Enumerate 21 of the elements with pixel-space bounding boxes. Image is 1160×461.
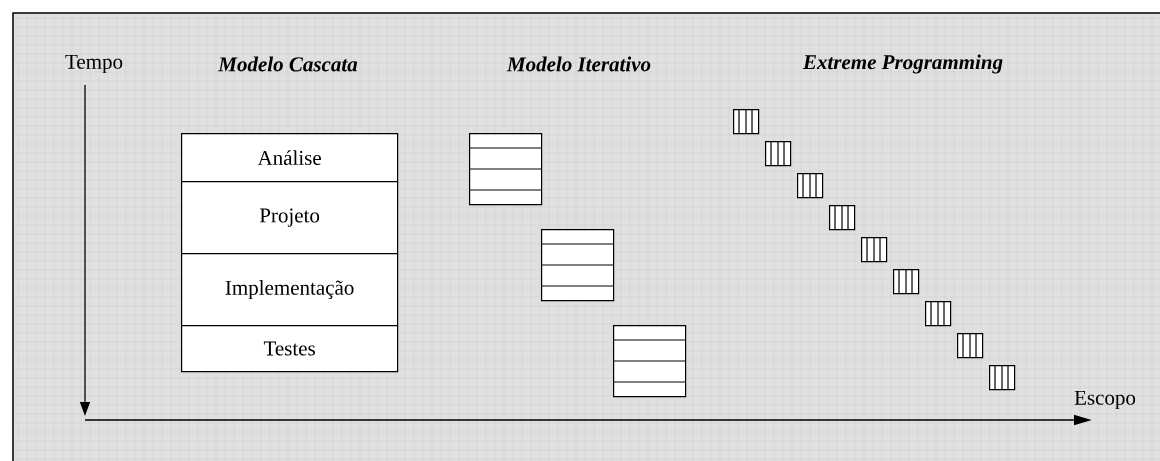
iteration-box (765, 140, 792, 167)
phase-box: Projeto (181, 181, 399, 255)
heading: Modelo Iterativo (506, 56, 651, 72)
axis-label: Escopo (1074, 390, 1136, 410)
iteration-box (861, 236, 888, 263)
iteration-box (925, 300, 952, 327)
iteration-box (612, 325, 687, 398)
iteration-box (468, 133, 543, 206)
phase-box: Implementação (181, 253, 399, 327)
iteration-box (989, 364, 1016, 391)
phase-box: Testes (181, 325, 399, 373)
phase-box: Análise (181, 133, 399, 183)
iteration-box (540, 229, 615, 302)
heading: Modelo Cascata (218, 56, 358, 72)
iteration-box (797, 172, 824, 199)
axis-label: Tempo (65, 54, 123, 74)
iteration-box (829, 204, 856, 231)
iteration-box (957, 332, 984, 359)
iteration-box (893, 268, 920, 295)
iteration-box (733, 108, 760, 135)
heading: Extreme Programming (802, 54, 1003, 74)
